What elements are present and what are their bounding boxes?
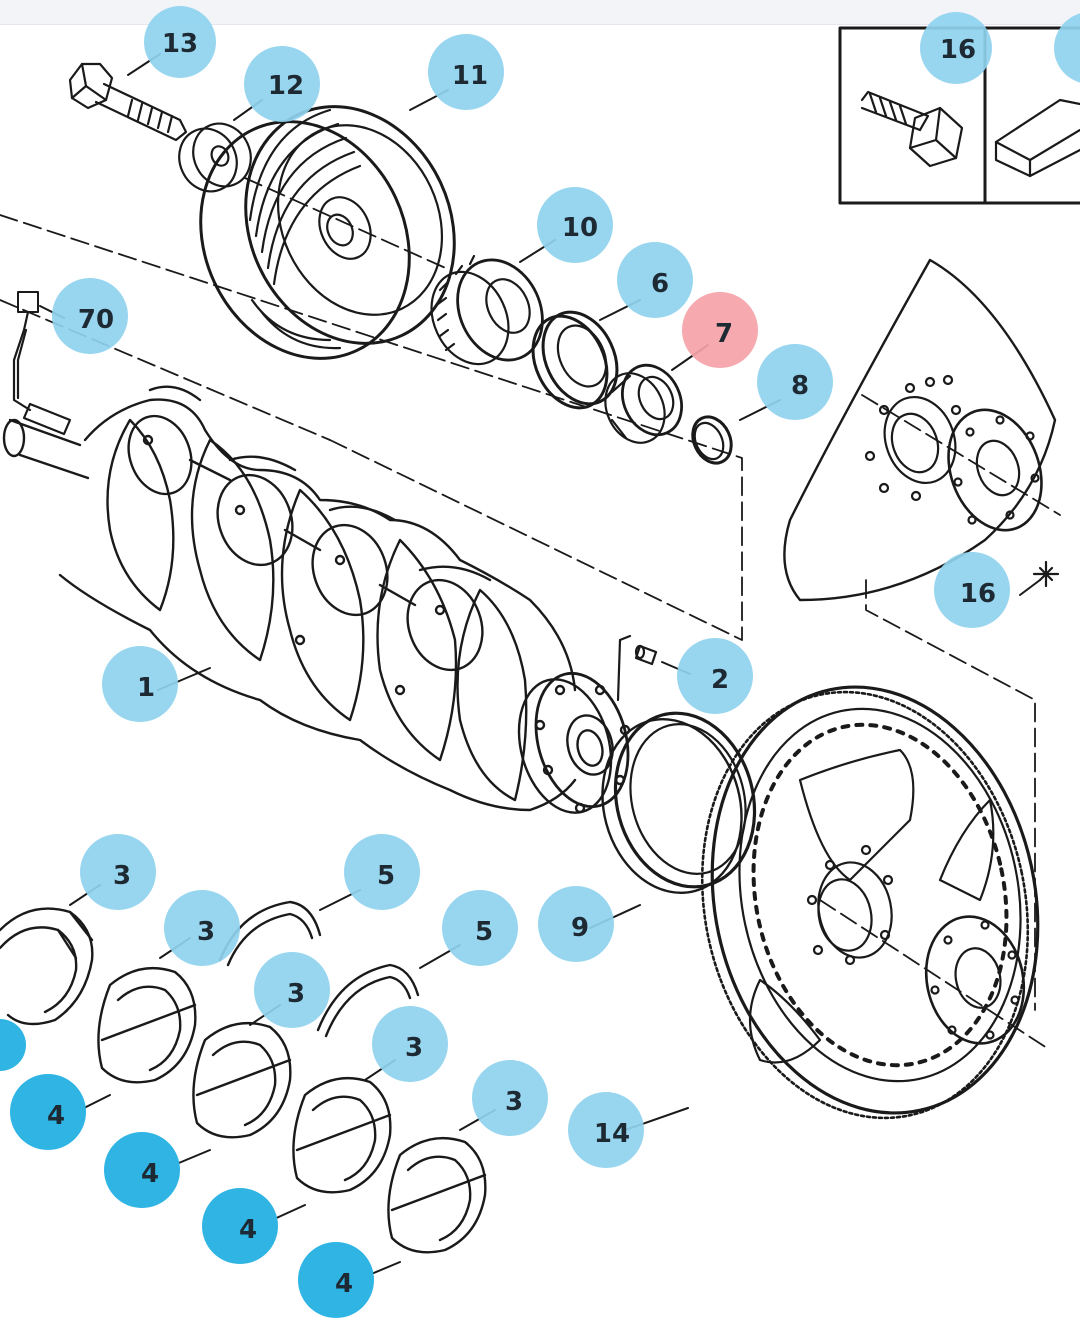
svg-text:3: 3 bbox=[287, 979, 305, 1009]
callout-9: 9 bbox=[538, 886, 614, 962]
callout-14: 14 bbox=[568, 1092, 644, 1168]
svg-text:3: 3 bbox=[113, 861, 131, 891]
callout-3-b: 3 bbox=[164, 890, 240, 966]
bearing-shell-5 bbox=[387, 1136, 487, 1254]
callout-4-a: 4 bbox=[0, 1019, 86, 1150]
svg-text:16: 16 bbox=[960, 579, 996, 609]
svg-text:70: 70 bbox=[78, 305, 114, 335]
rear-seal bbox=[601, 711, 757, 895]
dowel-pin bbox=[616, 634, 658, 702]
svg-text:4: 4 bbox=[335, 1269, 353, 1299]
callout-11: 11 bbox=[428, 34, 504, 110]
crank-pulley bbox=[199, 105, 456, 360]
crankshaft bbox=[2, 385, 631, 814]
callout-2: 2 bbox=[677, 638, 753, 714]
inset-bolt bbox=[860, 90, 964, 168]
callout-13: 13 bbox=[144, 6, 216, 78]
svg-text:12: 12 bbox=[268, 71, 304, 101]
svg-text:5: 5 bbox=[377, 861, 395, 891]
svg-text:3: 3 bbox=[505, 1087, 523, 1117]
svg-text:4: 4 bbox=[47, 1101, 65, 1131]
svg-text:3: 3 bbox=[405, 1033, 423, 1063]
svg-text:2: 2 bbox=[711, 665, 729, 695]
svg-text:8: 8 bbox=[791, 371, 809, 401]
svg-text:16: 16 bbox=[940, 35, 976, 65]
svg-text:14: 14 bbox=[594, 1119, 630, 1149]
washer bbox=[178, 122, 252, 193]
callout-4-c: 4 bbox=[202, 1188, 278, 1264]
callout-6: 6 bbox=[617, 242, 693, 318]
callout-10: 10 bbox=[537, 187, 613, 263]
callout-16-flexplate: 16 bbox=[934, 552, 1010, 628]
svg-text:1: 1 bbox=[137, 673, 155, 703]
inset-key bbox=[994, 98, 1080, 178]
o-ring bbox=[691, 415, 733, 465]
flex-plate bbox=[783, 258, 1060, 602]
bearing-shells bbox=[0, 900, 487, 1254]
spacer-ring bbox=[604, 363, 683, 444]
callout-3-e: 3 bbox=[472, 1060, 548, 1136]
crank-sensor bbox=[12, 291, 72, 436]
svg-text:9: 9 bbox=[571, 913, 589, 943]
callout-1: 1 bbox=[102, 646, 178, 722]
flywheel bbox=[700, 685, 1040, 1120]
crank-sprocket bbox=[430, 254, 544, 366]
callout-12: 12 bbox=[244, 46, 320, 122]
callout-8: 8 bbox=[757, 344, 833, 420]
svg-text:7: 7 bbox=[715, 319, 733, 349]
callouts: 13 12 11 16 10 6 bbox=[0, 6, 1080, 1318]
front-seal bbox=[531, 310, 619, 410]
svg-text:13: 13 bbox=[162, 29, 198, 59]
callout-3-d: 3 bbox=[372, 1006, 448, 1082]
callout-5-b: 5 bbox=[442, 890, 518, 966]
svg-text:5: 5 bbox=[475, 917, 493, 947]
callout-4-b: 4 bbox=[104, 1132, 180, 1208]
bearing-shell-3 bbox=[192, 1021, 292, 1139]
callout-7: 7 bbox=[682, 292, 758, 368]
bearing-shell-1 bbox=[0, 907, 94, 1026]
callout-3-a: 3 bbox=[80, 834, 156, 910]
thrust-washer-2 bbox=[316, 963, 420, 1038]
svg-text:3: 3 bbox=[197, 917, 215, 947]
bearing-shell-4 bbox=[292, 1076, 392, 1194]
callout-4-d: 4 bbox=[298, 1242, 374, 1318]
svg-text:4: 4 bbox=[141, 1159, 159, 1189]
bearing-shell-2 bbox=[97, 966, 197, 1084]
callout-70: 70 bbox=[52, 278, 128, 354]
callout-3-c: 3 bbox=[254, 952, 330, 1028]
svg-text:4: 4 bbox=[239, 1215, 257, 1245]
svg-text:10: 10 bbox=[562, 213, 598, 243]
callout-16-inset: 16 bbox=[920, 12, 1080, 84]
callout-5-a: 5 bbox=[344, 834, 420, 910]
svg-text:11: 11 bbox=[452, 61, 488, 91]
svg-text:6: 6 bbox=[651, 269, 669, 299]
crank-bolt bbox=[68, 62, 188, 142]
